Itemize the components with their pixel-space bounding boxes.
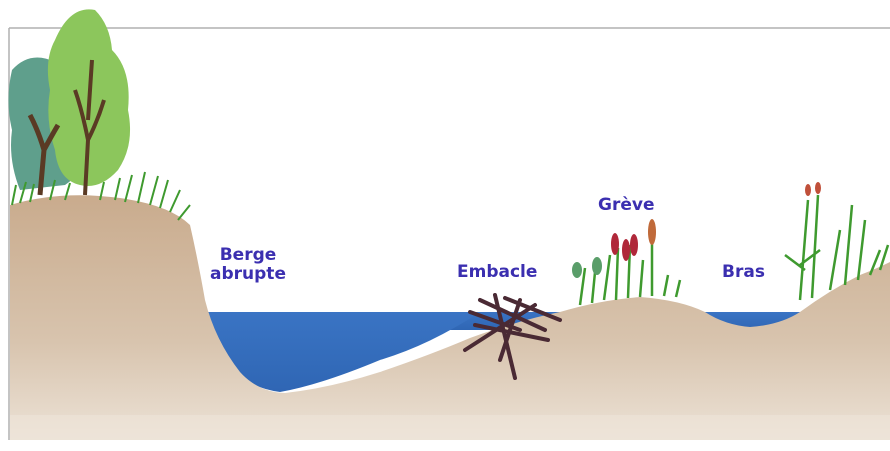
- label-berge-line1: Berge: [200, 246, 296, 265]
- greve-vegetation: [572, 219, 680, 305]
- label-embacle: Embacle: [457, 263, 537, 282]
- label-berge-abrupte: Berge abrupte: [200, 246, 296, 284]
- label-greve: Grève: [598, 196, 654, 215]
- soil-base: [10, 415, 890, 440]
- label-berge-line2: abrupte: [200, 265, 296, 284]
- tree-icon: [9, 9, 131, 195]
- label-bras: Bras: [722, 263, 765, 282]
